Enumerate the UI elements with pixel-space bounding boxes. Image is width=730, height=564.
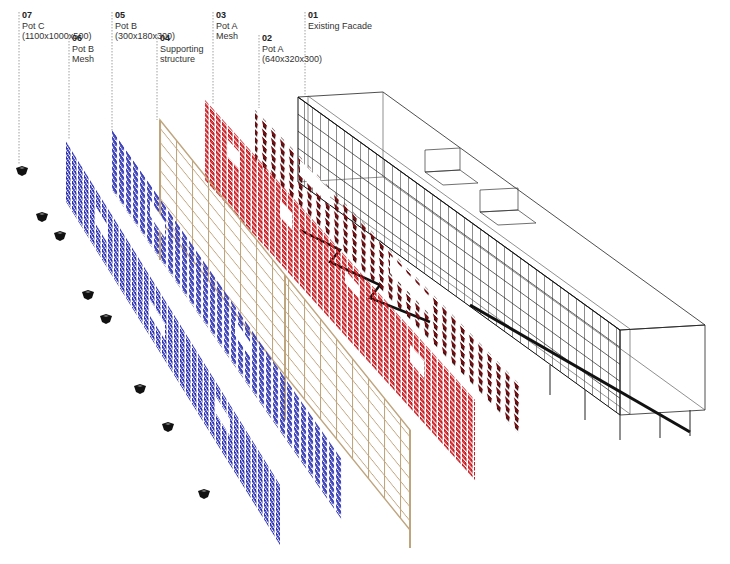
callout-number: 05 bbox=[115, 10, 125, 20]
pot-c bbox=[198, 489, 210, 499]
end-wall bbox=[620, 325, 705, 415]
pot-c bbox=[134, 384, 146, 394]
column bbox=[550, 365, 551, 395]
part-label: Existing Facade bbox=[308, 21, 372, 31]
support-posts bbox=[160, 120, 410, 548]
pot-c bbox=[162, 422, 174, 432]
supporting-structure bbox=[160, 120, 410, 530]
gap bbox=[390, 255, 430, 315]
pot-c bbox=[54, 231, 66, 241]
part-label: Pot B Mesh bbox=[72, 44, 99, 64]
roof-box bbox=[480, 188, 518, 212]
callout-number: 06 bbox=[72, 33, 82, 43]
part-label: Supporting structure bbox=[160, 44, 212, 64]
opening bbox=[410, 345, 424, 378]
part-label: Pot A bbox=[262, 44, 284, 54]
callout-number: 02 bbox=[262, 33, 272, 43]
opening bbox=[228, 140, 240, 170]
pot-c bbox=[16, 166, 28, 176]
pot-b-mesh-layer bbox=[65, 140, 280, 545]
opening bbox=[95, 205, 108, 244]
part-label: Pot A Mesh bbox=[216, 21, 243, 41]
opening bbox=[215, 395, 230, 436]
column bbox=[585, 390, 586, 420]
callout-number: 01 bbox=[308, 10, 318, 20]
roof-box bbox=[425, 170, 478, 185]
callout-number: 03 bbox=[216, 10, 226, 20]
gap bbox=[300, 160, 330, 205]
roof-box bbox=[480, 210, 536, 225]
leader-line bbox=[259, 35, 260, 108]
column bbox=[660, 412, 661, 438]
leader-line bbox=[157, 35, 158, 120]
pilotis bbox=[550, 365, 690, 440]
post bbox=[409, 430, 411, 548]
opening bbox=[280, 200, 292, 230]
opening bbox=[345, 270, 360, 300]
part-label: Pot B bbox=[115, 21, 137, 31]
opening bbox=[150, 300, 165, 340]
roof-box bbox=[425, 148, 460, 172]
pot-c bbox=[100, 314, 112, 324]
column bbox=[690, 410, 691, 436]
leader-line bbox=[305, 12, 306, 95]
edge-line bbox=[383, 92, 384, 177]
leader-line bbox=[213, 12, 214, 105]
part-label: Pot C bbox=[22, 21, 45, 31]
callout-number: 07 bbox=[22, 10, 32, 20]
column bbox=[620, 415, 621, 440]
leader-line bbox=[69, 35, 70, 140]
part-label: (640x320x300) bbox=[262, 54, 322, 64]
leader-line bbox=[112, 12, 113, 132]
leader-line bbox=[19, 12, 20, 165]
gap bbox=[150, 200, 165, 238]
mesh-openings bbox=[95, 205, 230, 436]
pot-c bbox=[36, 212, 48, 222]
callout-number: 04 bbox=[160, 33, 170, 43]
pot-c bbox=[82, 290, 94, 300]
gap bbox=[235, 320, 252, 360]
pot-c-icons bbox=[16, 166, 210, 499]
